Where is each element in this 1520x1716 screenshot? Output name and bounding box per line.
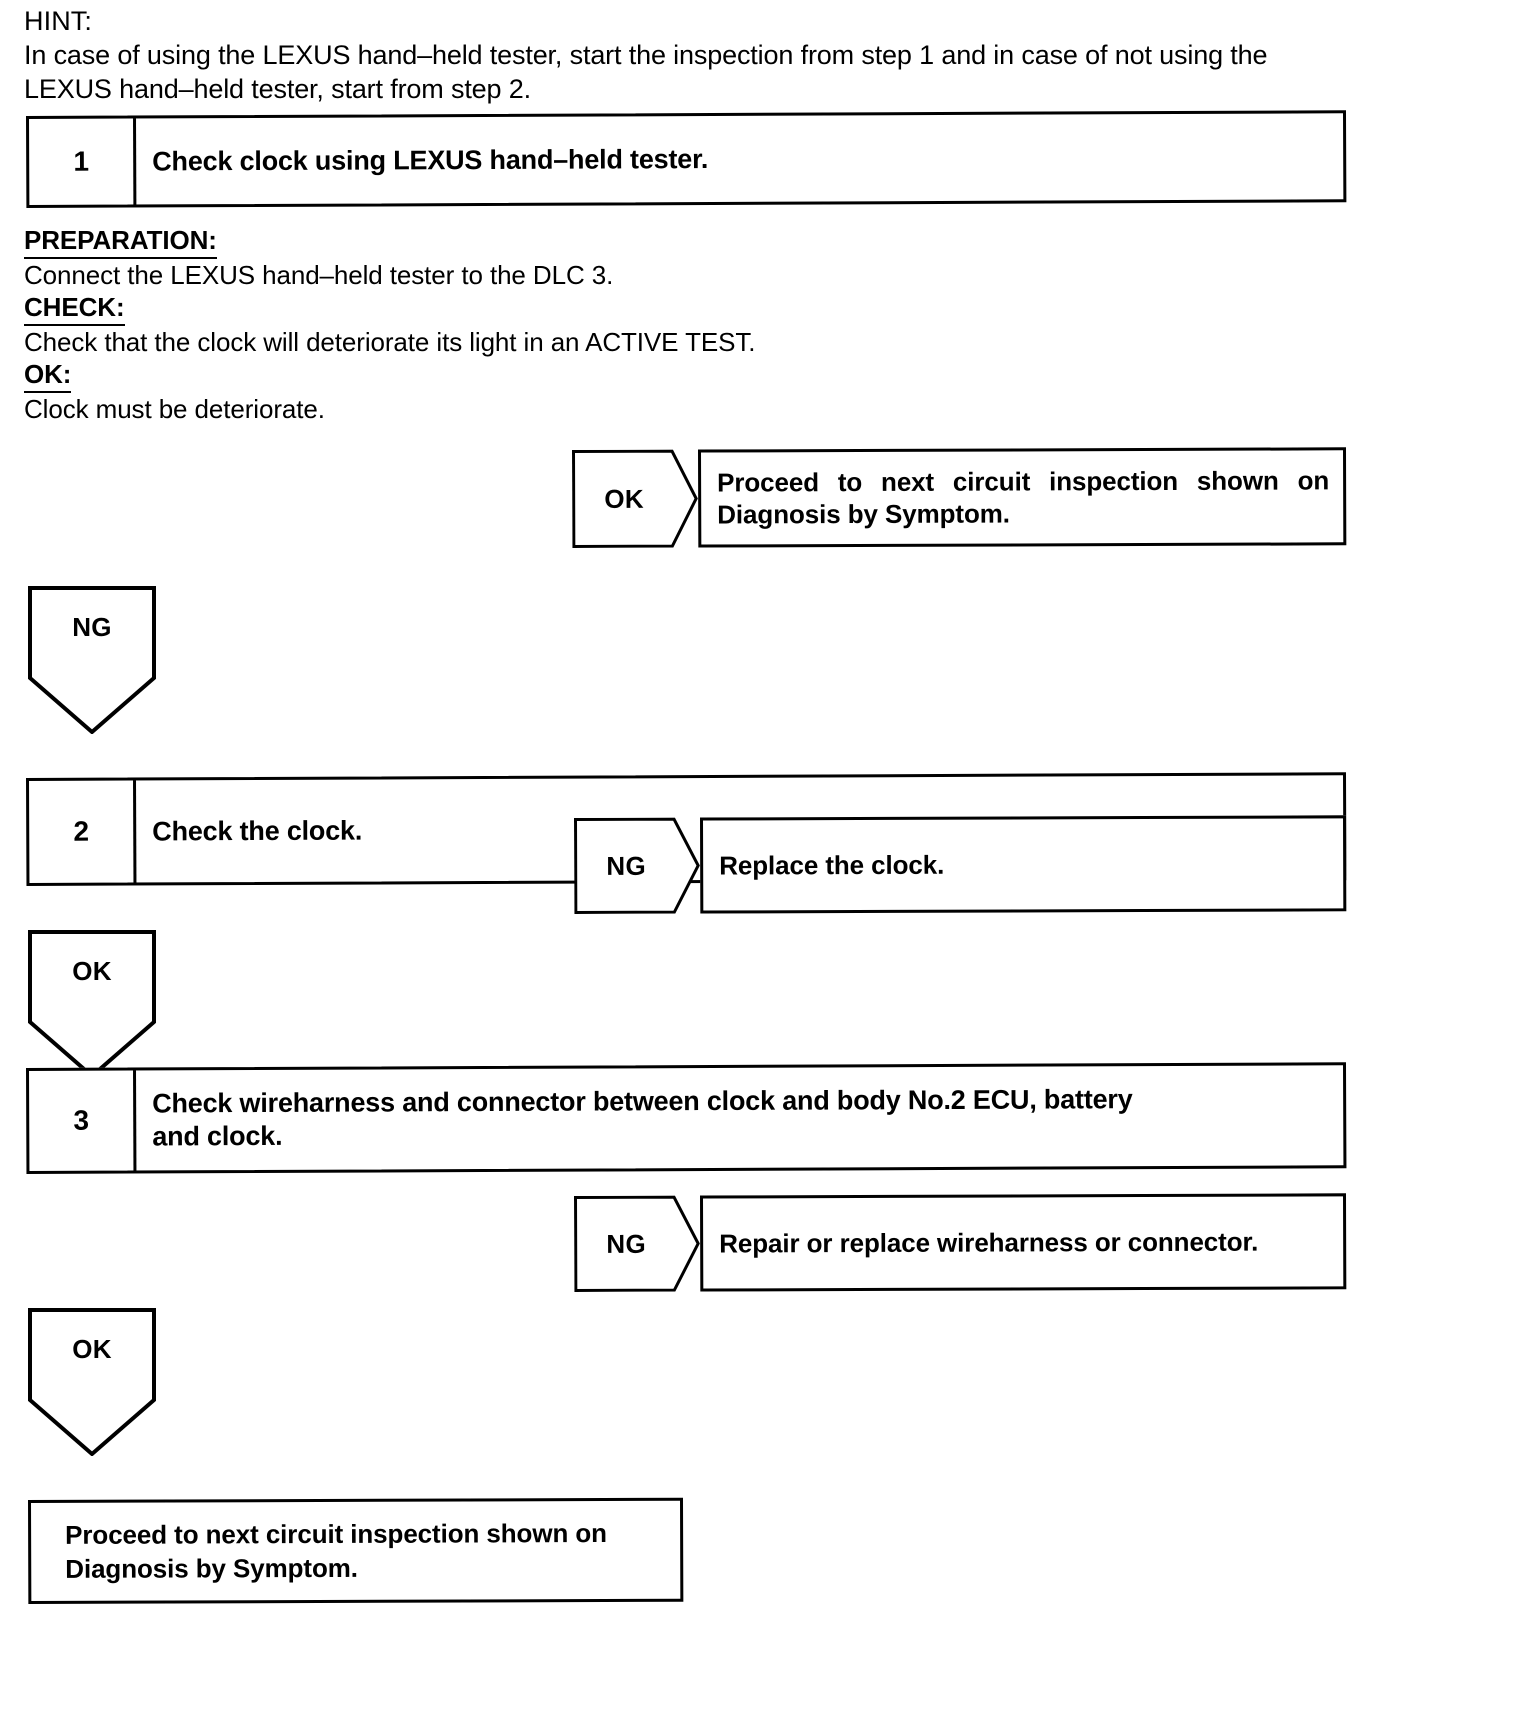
ok-label: OK:	[24, 358, 1124, 393]
result-text-ng-3: Repair or replace wireharness or connect…	[719, 1226, 1259, 1259]
inspection-detail-block: PREPARATION: Connect the LEXUS hand–held…	[24, 224, 1124, 425]
check-label: CHECK:	[24, 291, 1124, 326]
connector-badge-ok-2: OK	[28, 930, 156, 1078]
judgement-label-ng-3: NG	[606, 1228, 647, 1259]
final-line-1: Proceed to next circuit inspection shown…	[65, 1517, 607, 1550]
connector-badge-ok-3: OK	[28, 1308, 156, 1456]
judgement-label-ng-2: NG	[606, 850, 647, 881]
branch-ng-step2: NG Replace the clock.	[574, 815, 1347, 914]
step-number-2: 2	[29, 780, 137, 883]
step-title-3-text: Check wireharness and connector between …	[152, 1083, 1133, 1153]
hint-line-1: In case of using the LEXUS hand–held tes…	[24, 40, 1268, 70]
connector-label-ok-3: OK	[72, 1334, 112, 1364]
result-box-ng-2: Replace the clock.	[699, 815, 1347, 914]
preparation-text: Connect the LEXUS hand–held tester to th…	[24, 260, 614, 290]
preparation-label: PREPARATION:	[24, 224, 1124, 259]
step-title-3-line-2: and clock.	[152, 1120, 283, 1152]
judgement-arrow-ok-1: OK	[572, 449, 698, 548]
result-text-ng-2: Replace the clock.	[719, 849, 945, 881]
result-text-ok-1: Proceed to next circuit inspection shown…	[717, 464, 1329, 530]
step-title-3-line-1: Check wireharness and connector between …	[152, 1084, 1133, 1119]
result-box-ok-1: Proceed to next circuit inspection shown…	[697, 447, 1347, 548]
result-box-ng-3: Repair or replace wireharness or connect…	[699, 1193, 1347, 1292]
hint-block: HINT: In case of using the LEXUS hand–he…	[24, 4, 1354, 106]
final-result-text: Proceed to next circuit inspection shown…	[65, 1516, 607, 1586]
step-number-1: 1	[29, 118, 137, 205]
connector-badge-ng-1: NG	[28, 586, 156, 734]
final-result-box: Proceed to next circuit inspection shown…	[28, 1497, 684, 1604]
connector-label-ok-2: OK	[72, 956, 112, 986]
step-number-3: 3	[29, 1070, 137, 1171]
hint-label: HINT:	[24, 6, 92, 36]
ok-text: Clock must be deteriorate.	[24, 394, 325, 424]
step-title-2-line-1: Check the clock.	[152, 815, 363, 846]
judgement-arrow-ng-2: NG	[574, 817, 700, 914]
step-title-3: Check wireharness and connector between …	[136, 1065, 1343, 1170]
step-box-1: 1 Check clock using LEXUS hand–held test…	[26, 110, 1347, 208]
branch-ng-step3: NG Repair or replace wireharness or conn…	[574, 1193, 1347, 1292]
step-title-1-line-1: Check clock using LEXUS hand–held tester…	[152, 143, 709, 176]
judgement-arrow-ng-3: NG	[574, 1195, 700, 1292]
result-ok-1-line-1: Proceed to next circuit inspection shown…	[717, 465, 1330, 498]
judgement-label-ok-1: OK	[604, 483, 645, 514]
step-title-1: Check clock using LEXUS hand–held tester…	[136, 113, 1343, 204]
result-ok-1-line-2: Diagnosis by Symptom.	[717, 498, 1010, 530]
step-box-3: 3 Check wireharness and connector betwee…	[26, 1062, 1347, 1174]
connector-label-ng-1: NG	[72, 612, 112, 642]
branch-ok-step1: OK Proceed to next circuit inspection sh…	[572, 447, 1347, 548]
hint-line-2: LEXUS hand–held tester, start from step …	[24, 74, 531, 104]
check-text: Check that the clock will deteriorate it…	[24, 327, 756, 357]
hint-body: In case of using the LEXUS hand–held tes…	[24, 38, 1354, 106]
final-line-2: Diagnosis by Symptom.	[65, 1552, 358, 1584]
